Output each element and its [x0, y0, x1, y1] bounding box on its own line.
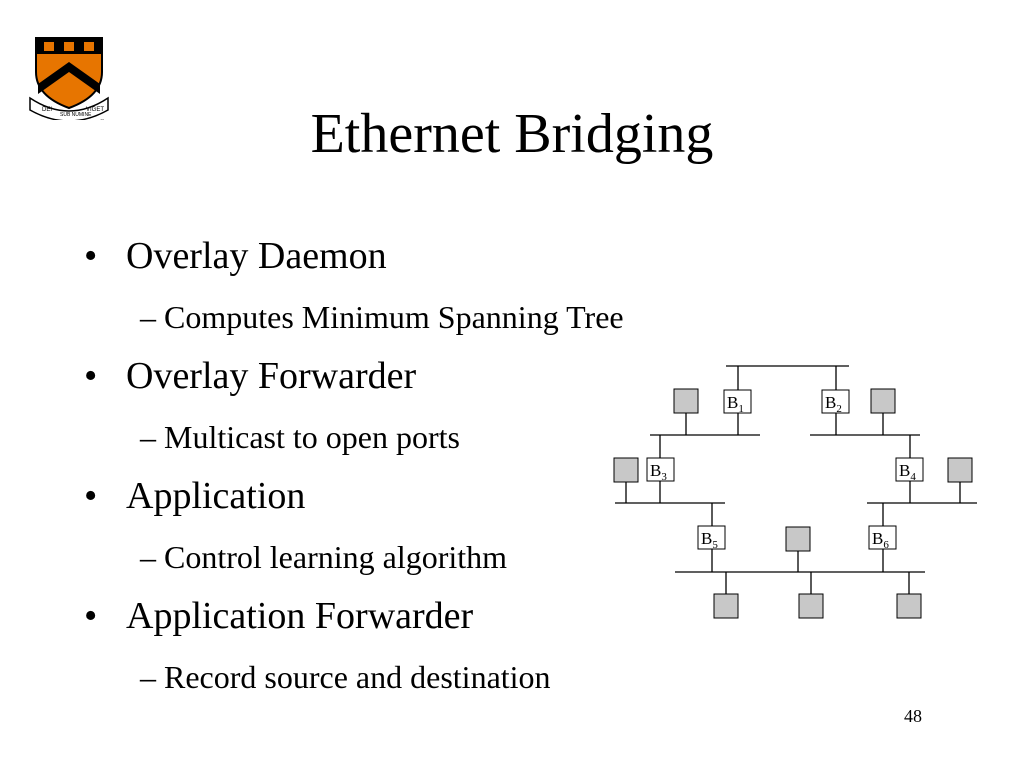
bullet-item: • Overlay Daemon – Computes Minimum Spann…: [84, 232, 784, 338]
bridge-b3: B3: [646, 457, 675, 483]
host-node: [713, 593, 739, 619]
sub-bullet-text: Record source and destination: [164, 659, 551, 695]
bullet-dot: •: [84, 235, 98, 277]
bullet-text: Overlay Forwarder: [126, 355, 417, 397]
bridge-b5: B5: [697, 525, 726, 551]
bullet-item: • Overlay Forwarder – Multicast to open p…: [84, 352, 784, 458]
logo-motto-2: SUB NUMINE: [60, 112, 92, 118]
bullet-dot: •: [84, 355, 98, 397]
bullet-item: • Application – Control learning algorith…: [84, 472, 784, 578]
bullet-text: Overlay Daemon: [126, 235, 387, 277]
svg-text:B2: B2: [825, 393, 842, 415]
host-node: [870, 388, 896, 414]
host-node: [673, 388, 699, 414]
bullet-text: Application Forwarder: [126, 595, 474, 637]
page-number: 48: [904, 706, 922, 726]
sub-bullet: – Control learning algorithm: [140, 539, 508, 575]
host-node: [896, 593, 922, 619]
logo-motto-1: DEI: [42, 107, 52, 113]
sub-bullet-text: Control learning algorithm: [164, 539, 508, 575]
bridge-b1: B1: [723, 389, 752, 415]
princeton-shield-logo: DEI SUB NUMINE VIGET ®: [29, 37, 109, 120]
bullet-item: • Application Forwarder – Record source a…: [84, 592, 784, 698]
bullet-list: • Overlay Daemon – Computes Minimum Spann…: [84, 232, 784, 712]
svg-text:B6: B6: [872, 529, 889, 551]
host-node: [947, 457, 973, 483]
bridge-b6: B6: [868, 525, 897, 551]
svg-text:B1: B1: [727, 393, 744, 415]
bullet-dot: •: [84, 475, 98, 517]
svg-text:B5: B5: [701, 529, 718, 551]
host-node: [613, 457, 639, 483]
logo-registered-mark: ®: [100, 119, 105, 120]
bridge-b2: B2: [821, 389, 850, 415]
bullet-text: Application: [126, 475, 306, 517]
logo-motto-3: VIGET: [86, 107, 104, 113]
svg-text:B3: B3: [650, 461, 667, 483]
slide-title: Ethernet Bridging: [310, 103, 714, 165]
sub-bullet: – Record source and destination: [140, 659, 551, 695]
sub-bullet-text: Multicast to open ports: [164, 419, 460, 455]
host-node: [798, 593, 824, 619]
bullet-dot: •: [84, 595, 98, 637]
bridge-b4: B4: [895, 457, 924, 483]
host-node: [785, 526, 811, 552]
bridge-network-diagram: B1 B2 B3 B4 B5 B6: [613, 365, 977, 619]
svg-text:B4: B4: [899, 461, 916, 483]
sub-bullet: – Computes Minimum Spanning Tree: [140, 299, 624, 335]
sub-bullet: – Multicast to open ports: [140, 419, 460, 455]
sub-bullet-text: Computes Minimum Spanning Tree: [164, 299, 624, 335]
